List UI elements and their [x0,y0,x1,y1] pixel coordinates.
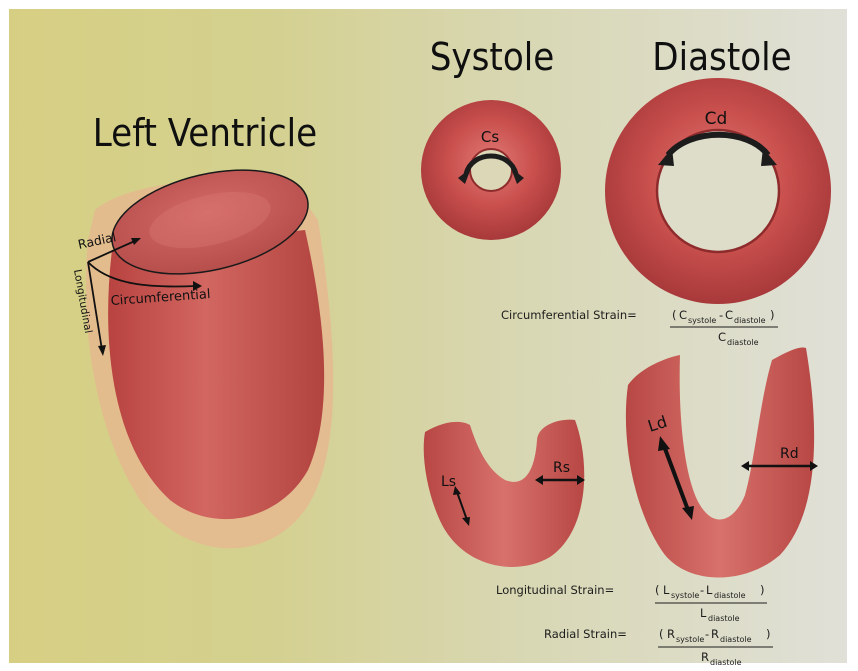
rad-close-paren: ) [766,627,771,641]
circ-sub-systole: systole [688,316,716,325]
long-l-systole: L [663,583,670,597]
rd-arrow-head-left [741,461,749,471]
long-sub-systole: systole [671,591,699,600]
rad-denominator-sub: diastole [710,658,742,667]
radial-equation: Radial Strain= ( R systole - R diastole … [544,627,773,667]
circ-sub-diastole: diastole [734,316,766,325]
systole-title: Systole [430,35,555,79]
systole-u-shape: Ls Rs [424,420,585,567]
circumferential-strain-label: Circumferential Strain= [501,308,637,322]
rd-label: Rd [780,446,799,462]
diastole-u-body [626,348,814,578]
circ-minus: - [719,308,723,322]
rad-sub-systole: systole [676,635,704,644]
rs-label: Rs [553,460,570,476]
rad-open-paren: ( [659,627,664,641]
rd-arrow-head-right [810,461,818,471]
diastole-ring: Cd [605,78,831,304]
systole-u-body [424,420,585,567]
circ-c-systole: C [679,308,687,322]
longitudinal-strain-label: Longitudinal Strain= [496,583,614,597]
left-ventricle-title: Left Ventricle [93,111,317,155]
long-sub-diastole: diastole [714,591,746,600]
rad-r-systole: R [667,627,675,641]
cs-label: Cs [481,128,499,146]
long-denominator-sub: diastole [708,614,740,623]
circumferential-equation: Circumferential Strain= ( C systole - C … [501,308,778,347]
left-ventricle-figure: Radial Circumferential Longitudinal [71,153,333,549]
circ-close-paren: ) [770,308,775,322]
rad-sub-diastole: diastole [720,635,752,644]
rad-minus: - [705,627,709,641]
long-denominator-l: L [700,606,707,620]
radial-strain-label: Radial Strain= [544,627,627,641]
rad-r-diastole: R [711,627,719,641]
long-l-diastole: L [706,583,713,597]
longitudinal-equation: Longitudinal Strain= ( L systole - L dia… [496,583,767,623]
circ-denominator-sub: diastole [727,338,759,347]
long-close-paren: ) [760,583,765,597]
diastole-u-shape: Ld Rd [626,348,818,578]
circ-open-paren: ( [672,308,677,322]
cd-label: Cd [705,109,728,129]
circ-denominator-c: C [718,330,726,344]
long-open-paren: ( [655,583,660,597]
circ-c-diastole: C [725,308,733,322]
systole-ring: Cs [421,100,561,240]
diastole-title: Diastole [652,35,791,79]
ls-label: Ls [441,474,456,490]
rad-denominator-r: R [701,650,709,664]
long-minus: - [700,583,704,597]
